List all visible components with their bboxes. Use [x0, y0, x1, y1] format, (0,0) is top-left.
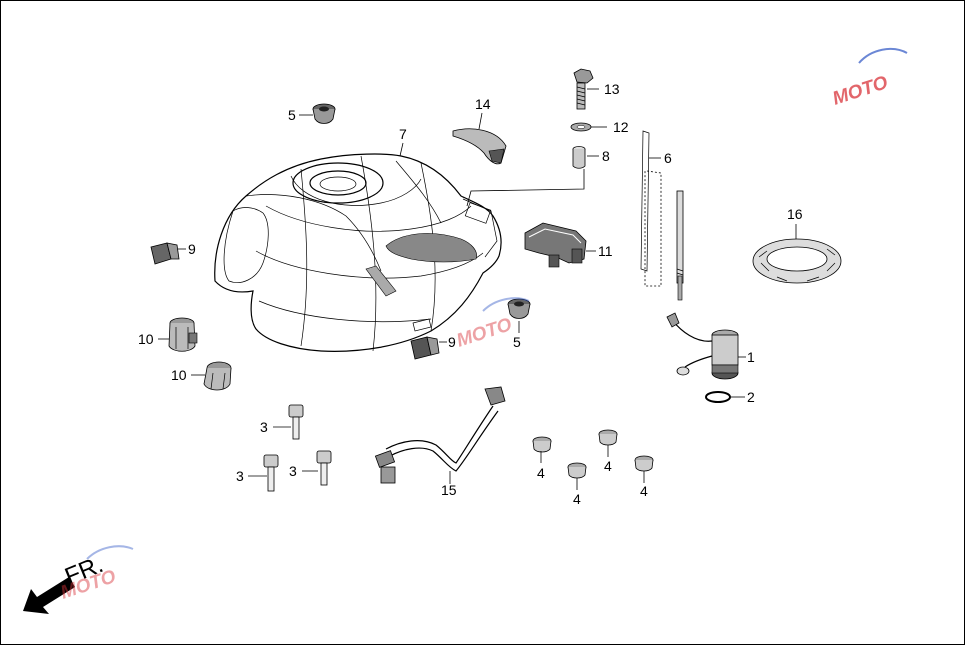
callout-10-a: 10 — [138, 331, 154, 347]
callout-4-d: 4 — [640, 483, 648, 499]
callout-10-b: 10 — [171, 367, 187, 383]
callout-4-c: 4 — [604, 458, 612, 474]
bolt-3-a — [288, 404, 304, 440]
nut-4-d — [634, 455, 654, 472]
collar-8 — [572, 146, 586, 169]
damper-10-a — [168, 317, 198, 352]
front-arrow-icon — [23, 577, 75, 614]
callout-6: 6 — [664, 150, 672, 166]
callout-5-right: 5 — [513, 334, 521, 350]
callout-13: 13 — [604, 81, 620, 97]
callout-labels: 1 2 3 3 3 4 4 4 4 5 5 6 7 8 9 9 10 10 11… — [138, 81, 803, 507]
nut-4-a — [532, 436, 552, 453]
callout-16: 16 — [787, 206, 803, 222]
o-ring-2 — [705, 391, 731, 403]
bracket-11 — [524, 222, 587, 268]
damper-10-b — [203, 361, 232, 391]
callout-2: 2 — [747, 389, 755, 405]
callout-1: 1 — [747, 349, 755, 365]
clip-9-bottom — [410, 336, 440, 360]
hose-15 — [374, 386, 506, 484]
callout-4-a: 4 — [537, 465, 545, 481]
callout-7: 7 — [399, 126, 407, 142]
callout-12: 12 — [613, 119, 629, 135]
callout-9-left: 9 — [188, 241, 196, 257]
callout-9-bottom: 9 — [448, 334, 456, 350]
callout-3-a: 3 — [260, 419, 268, 435]
watermark-top-right: MOTO — [830, 47, 908, 110]
bolt-3-c — [316, 450, 332, 486]
bolt-3-b — [263, 454, 279, 492]
callout-8: 8 — [602, 148, 610, 164]
pad-14 — [452, 128, 507, 165]
ring-16 — [752, 238, 842, 284]
fuel-pump-1 — [666, 312, 739, 380]
grommet-5-top — [312, 103, 336, 124]
washer-12 — [570, 122, 592, 132]
watermark-swoosh-icon — [86, 545, 134, 560]
callout-5-top: 5 — [288, 107, 296, 123]
callout-4-b: 4 — [573, 491, 581, 507]
nut-4-c — [598, 429, 618, 446]
clip-9-left — [150, 242, 180, 265]
watermark-swoosh-icon — [482, 297, 530, 312]
callout-15: 15 — [441, 482, 457, 498]
callout-3-c: 3 — [289, 463, 297, 479]
watermark-text-center: MOTO — [454, 314, 515, 352]
leader-lines — [158, 88, 797, 490]
watermark-text-top: MOTO — [830, 72, 891, 110]
callout-3-b: 3 — [236, 468, 244, 484]
callout-14: 14 — [475, 96, 491, 112]
tube-6 — [640, 130, 684, 301]
bolt-13 — [573, 68, 594, 110]
callout-11: 11 — [598, 243, 613, 259]
grommet-5-right — [507, 298, 531, 319]
nut-4-b — [567, 462, 587, 479]
watermark-swoosh-icon — [858, 47, 908, 64]
fuel-tank — [214, 153, 502, 352]
